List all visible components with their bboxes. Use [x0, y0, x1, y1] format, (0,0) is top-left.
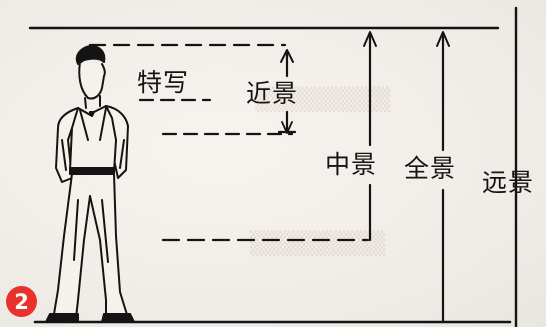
step-number-badge: 2: [6, 286, 37, 317]
full-shot-indicator: [436, 31, 450, 324]
closeup-label: 特写: [137, 68, 190, 97]
bleed-through-texture-2: ▒▒▒▒▒▒▒▒: [250, 232, 386, 257]
standing-man-icon: [45, 45, 135, 323]
long-shot-label: 远景: [482, 168, 535, 197]
medium-shot-label: 中景: [325, 150, 378, 179]
bleed-through-texture: ▒▒▒▒▒▒▒▒: [255, 88, 391, 113]
medium-shot-indicator: [363, 31, 377, 242]
near-shot-indicator: [277, 49, 297, 134]
near-shot-label: 近景: [246, 79, 299, 108]
full-shot-label: 全景: [404, 154, 457, 183]
